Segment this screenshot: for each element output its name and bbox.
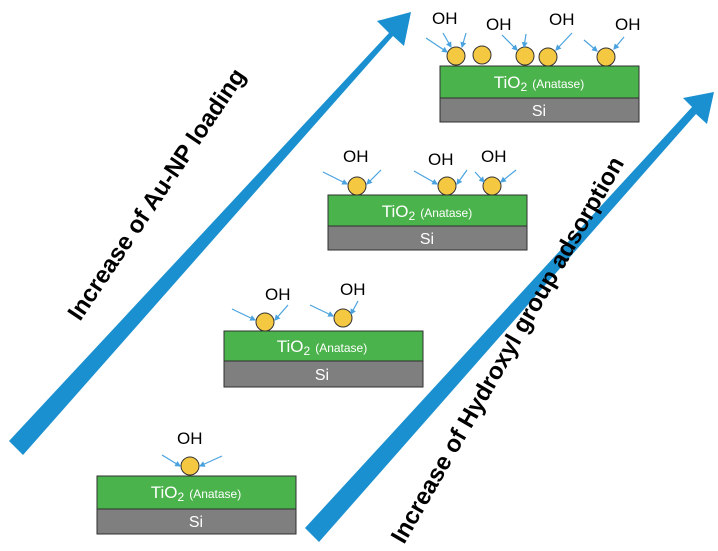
- si-layer: [439, 97, 640, 123]
- au-nanoparticle: [482, 176, 502, 196]
- oh-arrow: [501, 34, 518, 51]
- tio2-label: TiO2(Anatase): [277, 337, 367, 358]
- stack-3: TiO2(Anatase) Si OH OH OH: [322, 147, 528, 251]
- oh-label: OH: [340, 280, 366, 299]
- au-nanoparticle: [180, 456, 200, 476]
- tio2-layer: [96, 475, 297, 510]
- oh-label: OH: [486, 15, 512, 34]
- si-layer: [223, 360, 424, 388]
- stack-4: TiO2(Anatase) Si OH OH OH OH: [425, 9, 641, 123]
- oh-label: OH: [481, 147, 507, 166]
- au-nanoparticle: [472, 45, 492, 65]
- oh-arrow: [460, 32, 467, 49]
- oh-arrow: [366, 169, 382, 185]
- oh-label: OH: [428, 150, 454, 169]
- oh-label: OH: [343, 147, 369, 166]
- oh-arrow: [198, 455, 223, 467]
- oh-label: OH: [549, 10, 575, 29]
- oh-arrow: [583, 39, 598, 52]
- au-nanoparticle: [333, 308, 353, 328]
- si-layer: [327, 225, 528, 251]
- stack-2: TiO2(Anatase) Si OH OH: [223, 280, 424, 388]
- au-nanoparticle: [596, 47, 616, 67]
- oh-label: OH: [177, 429, 203, 448]
- tio2-layer: [327, 194, 528, 227]
- oh-label: OH: [432, 9, 458, 28]
- au-nanoparticle: [538, 47, 558, 67]
- tio2-layer: [439, 65, 640, 99]
- oh-arrow: [231, 308, 257, 321]
- si-label: Si: [420, 231, 434, 248]
- au-nanoparticle: [515, 46, 535, 66]
- oh-arrow: [350, 300, 359, 316]
- oh-arrow: [521, 33, 528, 49]
- oh-arrow: [413, 170, 439, 185]
- au-nanoparticle: [446, 46, 466, 66]
- oh-arrow: [500, 169, 517, 183]
- oh-arrow: [322, 171, 349, 185]
- si-layer: [96, 508, 297, 535]
- au-nanoparticle: [255, 312, 275, 332]
- si-label: Si: [532, 103, 546, 120]
- oh-arrow: [555, 32, 573, 51]
- oh-label: OH: [615, 15, 641, 34]
- tio2-label: TiO2(Anatase): [494, 73, 584, 94]
- si-label: Si: [189, 514, 203, 531]
- oh-arrow: [613, 36, 625, 50]
- oh-arrow: [442, 32, 452, 49]
- stack-1: TiO2(Anatase) Si OH: [96, 429, 297, 535]
- tio2-label: TiO2(Anatase): [382, 202, 472, 223]
- oh-arrow: [161, 454, 182, 467]
- oh-arrow: [456, 169, 468, 185]
- hydroxyl-adsorption-arrow: [305, 92, 714, 542]
- si-label: Si: [315, 367, 329, 384]
- au-nanoparticle: [347, 176, 367, 196]
- tio2-label: TiO2(Anatase): [151, 483, 241, 504]
- au-np-loading-arrow: [9, 12, 411, 455]
- oh-arrow: [425, 37, 448, 53]
- au-nanoparticle: [437, 176, 457, 196]
- tio2-layer: [223, 330, 424, 362]
- oh-label: OH: [265, 285, 291, 304]
- oh-arrow: [309, 304, 335, 317]
- oh-arrow: [474, 171, 485, 183]
- oh-arrow: [274, 304, 289, 321]
